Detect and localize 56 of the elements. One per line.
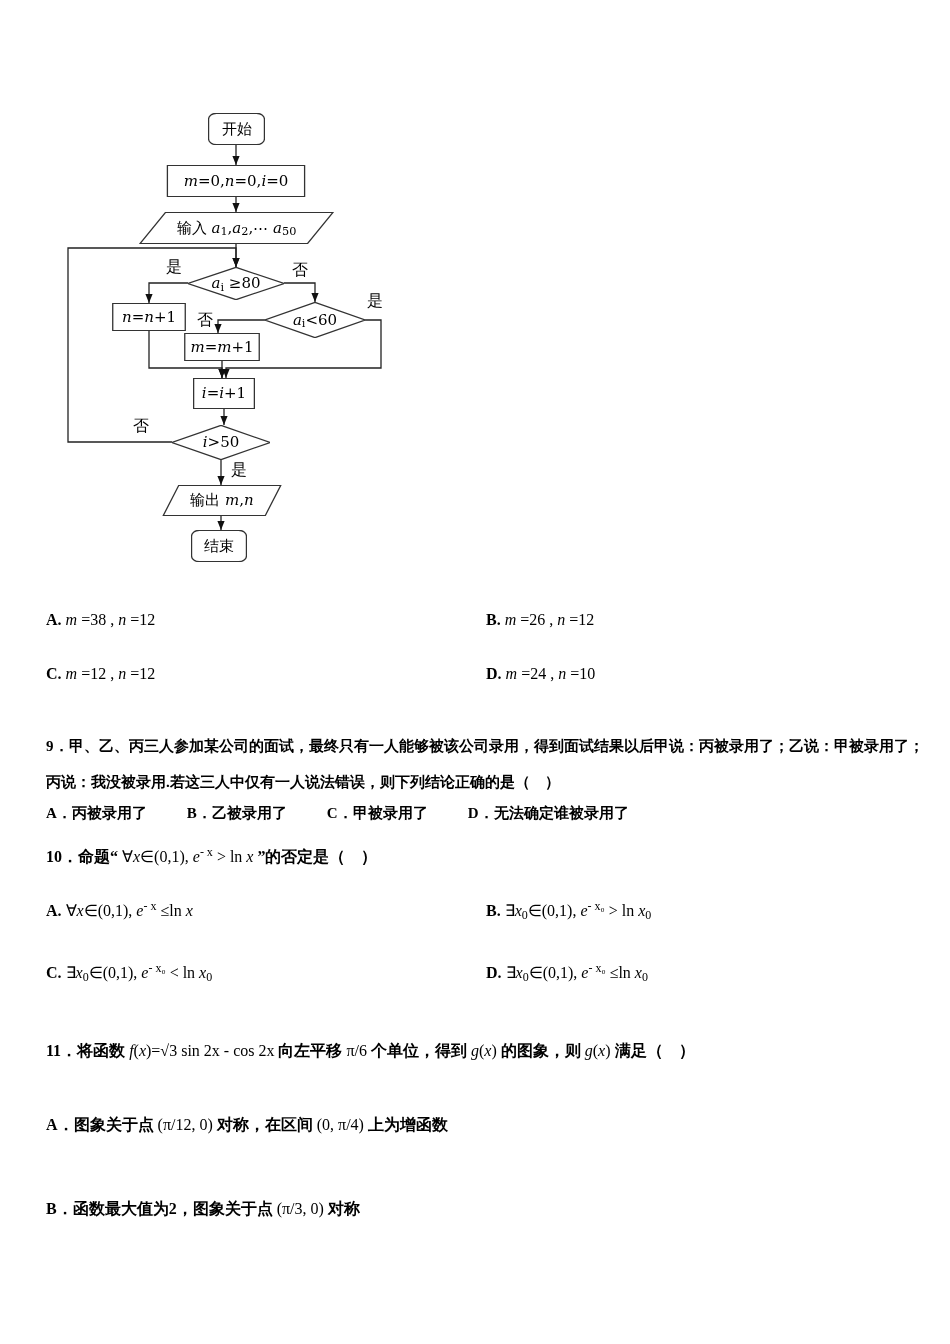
edge-label: 否 xyxy=(291,262,309,278)
question-text: 10．命题“ ∀x∈(0,1), e$^{- x}$ > ln x ”的否定是（ ） xyxy=(46,844,378,868)
arrow xyxy=(232,144,240,166)
answer-option: B. m =26 , n =12 xyxy=(486,608,595,632)
edge-label: 是 xyxy=(366,293,384,309)
arrow xyxy=(222,319,382,379)
answer-option: B．乙被录用了 xyxy=(186,802,287,825)
node-text: m=m+1 xyxy=(190,339,254,355)
node-text: 结束 xyxy=(204,538,234,554)
arrow xyxy=(217,459,225,486)
terminal-box xyxy=(208,113,265,145)
arrow xyxy=(67,247,240,443)
edge-label: 是 xyxy=(165,259,183,275)
decision-diamond xyxy=(188,267,284,300)
process-box xyxy=(112,303,186,331)
terminal-box xyxy=(191,530,247,562)
node-text: 输出 m,n xyxy=(190,493,254,508)
io-parallelogram xyxy=(162,485,282,516)
process-box xyxy=(193,378,255,409)
question-text: 11．将函数 f(x)=√3 sin 2x - cos 2x 向左平移 π/6 个单位，得到 g(x) 的图象，则 g(x) 满足（ ） xyxy=(46,1040,695,1062)
node-text: 开始 xyxy=(221,121,252,137)
process-box xyxy=(184,333,260,361)
arrow xyxy=(217,515,225,531)
arrow xyxy=(214,319,266,334)
arrow xyxy=(220,408,228,426)
answer-option: D．无法确定谁被录用了 xyxy=(467,802,629,825)
answer-option: D. ∃x$_{0}$∈(0,1), e$^{- x₀}$ ≤ln x$_{0}$ xyxy=(486,960,648,985)
node-text: a$_{i}$ ≥80 xyxy=(211,276,261,291)
answer-option: C. ∃x$_{0}$∈(0,1), e$^{- x₀}$ < ln x$_{0}$ xyxy=(46,960,213,985)
process-box xyxy=(166,165,306,197)
edge-label: 否 xyxy=(132,418,150,434)
answer-option: B. ∃x$_{0}$∈(0,1), e$^{- x₀}$ > ln x$_{0}$ xyxy=(486,898,652,923)
arrow xyxy=(218,360,226,379)
answer-option: A．图象关于点 (π/12, 0) 对称，在区间 (0, π/4) 上为增函数 xyxy=(46,1112,448,1137)
node-text: 输入 a$_{1}$,a$_{2}$,⋯ a$_{50}$ xyxy=(176,220,297,236)
arrow xyxy=(232,196,240,213)
node-text: n=n+1 xyxy=(121,309,176,325)
answer-option: A．丙被录用了 xyxy=(46,802,147,825)
arrow xyxy=(145,282,189,304)
edge-label: 否 xyxy=(196,312,214,328)
answer-option: A. m =38 , n =12 xyxy=(46,608,156,632)
io-parallelogram xyxy=(138,212,335,244)
answer-option: B．函数最大值为2，图象关于点 (π/3, 0) 对称 xyxy=(46,1196,360,1221)
answer-option: D. m =24 , n =10 xyxy=(486,662,596,686)
decision-diamond xyxy=(265,302,365,338)
node-text: i=i+1 xyxy=(201,386,247,401)
arrow xyxy=(283,282,319,303)
node-text: i>50 xyxy=(202,435,240,450)
decision-diamond xyxy=(172,425,270,460)
node-text: m=0,n=0,i=0 xyxy=(183,173,289,189)
edge-label: 是 xyxy=(230,462,248,478)
answer-option: A. ∀x∈(0,1), e$^{- x}$ ≤ln x xyxy=(46,898,193,923)
answer-option: C．甲被录用了 xyxy=(326,802,428,825)
node-text: a$_{i}$<60 xyxy=(292,312,338,328)
question-text: 9．甲、乙、丙三人参加某公司的面试，最终只有一人能够被该公司录用，得到面试结果以后甲说：丙被录用了；乙说：甲被录用了；丙说：我没被录用.若这三人中仅有一人说法错误，则下列结论正确的是（ ） xyxy=(46,737,925,792)
answer-option: C. m =12 , n =12 xyxy=(46,662,156,686)
